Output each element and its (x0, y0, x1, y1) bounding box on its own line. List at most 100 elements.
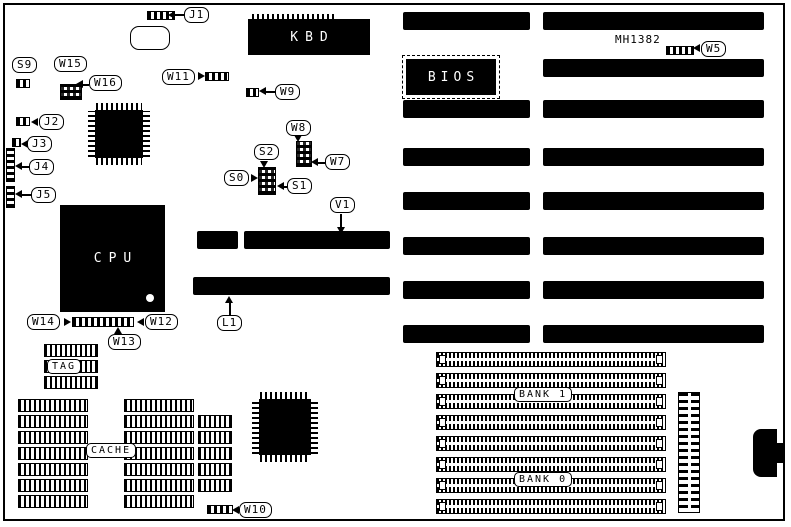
sram-chip (198, 415, 232, 428)
arrowhead (232, 506, 239, 514)
arrowhead (277, 182, 284, 190)
callout-s2: S2 (254, 144, 280, 160)
callout-v1: V1 (330, 197, 356, 213)
sram-chip (18, 495, 88, 508)
expansion-slot (543, 192, 764, 210)
kbd-chip: KBD (248, 19, 370, 55)
power-connector (678, 392, 700, 513)
simm-end-cap (439, 502, 446, 511)
simm-socket (436, 415, 666, 430)
sram-chip (18, 447, 88, 460)
part-number: MH1382 (615, 33, 661, 46)
chip-pins (252, 14, 334, 20)
callout-w9: W9 (275, 84, 301, 100)
jumper-w9 (246, 88, 259, 97)
leader-line (340, 214, 342, 227)
chip-pins (88, 111, 95, 157)
callout-j3: J3 (27, 136, 53, 152)
leader-line (22, 194, 31, 196)
arrowhead (337, 227, 345, 234)
leader-line (83, 84, 89, 86)
socket-v1 (197, 231, 238, 249)
sram-chip (124, 399, 194, 412)
bios-socket: BIOS (402, 55, 500, 99)
jumper-block-w8 (296, 141, 312, 167)
socket-l1 (193, 277, 390, 295)
simm-end-cap (656, 418, 663, 427)
chip-body (259, 399, 311, 455)
expansion-slot (403, 192, 530, 210)
simm-socket (436, 352, 666, 367)
simm-end-cap (439, 355, 446, 364)
simm-end-cap (656, 460, 663, 469)
leader-line (318, 162, 325, 164)
expansion-slot (403, 325, 530, 343)
expansion-slot (543, 325, 764, 343)
pin1-dot (146, 294, 154, 302)
jumper-block-w15 (60, 84, 82, 100)
jumper-block-s2 (258, 167, 276, 195)
callout-s9: S9 (12, 57, 38, 73)
sram-chip (44, 344, 98, 357)
expansion-slot (543, 100, 764, 118)
expansion-slot (403, 148, 530, 166)
simm-socket (436, 457, 666, 472)
simm-end-cap (439, 397, 446, 406)
socket-v1 (244, 231, 390, 249)
sram-chip (198, 479, 232, 492)
leader-line (229, 303, 231, 316)
expansion-slot (543, 148, 764, 166)
callout-j1: J1 (184, 7, 210, 23)
simm-socket (436, 436, 666, 451)
arrowhead (259, 87, 266, 95)
jumper-j4 (6, 148, 15, 182)
callout-w14: W14 (27, 314, 60, 330)
expansion-slot (403, 12, 530, 30)
arrowhead (137, 318, 144, 326)
callout-s0: S0 (224, 170, 250, 186)
chip-pins (96, 103, 142, 110)
sram-chip (18, 479, 88, 492)
bios-chip: BIOS (406, 59, 496, 95)
leader-line (266, 91, 275, 93)
sram-chip (124, 495, 194, 508)
bank1-label: BANK 1 (514, 387, 573, 402)
expansion-slot (403, 237, 530, 255)
arrowhead (15, 190, 22, 198)
simm-end-cap (439, 376, 446, 385)
callout-w5: W5 (701, 41, 727, 57)
arrowhead (294, 135, 302, 142)
callout-j2: J2 (39, 114, 65, 130)
simm-socket (436, 373, 666, 388)
expansion-slot (543, 59, 764, 77)
sram-chip (124, 463, 194, 476)
callout-w10: W10 (239, 502, 272, 518)
expansion-slot (543, 281, 764, 299)
callout-l1: L1 (217, 315, 243, 331)
callout-w13: W13 (108, 334, 141, 350)
jumper-s9 (16, 79, 30, 88)
simm-socket (436, 499, 666, 514)
simm-end-cap (656, 376, 663, 385)
sram-chip (18, 399, 88, 412)
jumper-j5 (6, 186, 15, 208)
sram-chip (18, 415, 88, 428)
callout-s1: S1 (287, 178, 313, 194)
board-outline (3, 3, 785, 521)
callout-w8: W8 (286, 120, 312, 136)
cache-label: CACHE (86, 443, 137, 458)
expansion-slot (403, 100, 530, 118)
arrowhead (198, 72, 205, 80)
simm-end-cap (439, 418, 446, 427)
leader-line (175, 14, 184, 16)
callout-w15: W15 (54, 56, 87, 72)
arrowhead (693, 44, 700, 52)
arrowhead (76, 80, 83, 88)
expansion-slot (543, 12, 764, 30)
callout-w16: W16 (89, 75, 122, 91)
chip-pins (260, 392, 310, 399)
arrowhead (15, 162, 22, 170)
chip-pins (252, 400, 259, 454)
jumper-j3 (12, 138, 21, 147)
